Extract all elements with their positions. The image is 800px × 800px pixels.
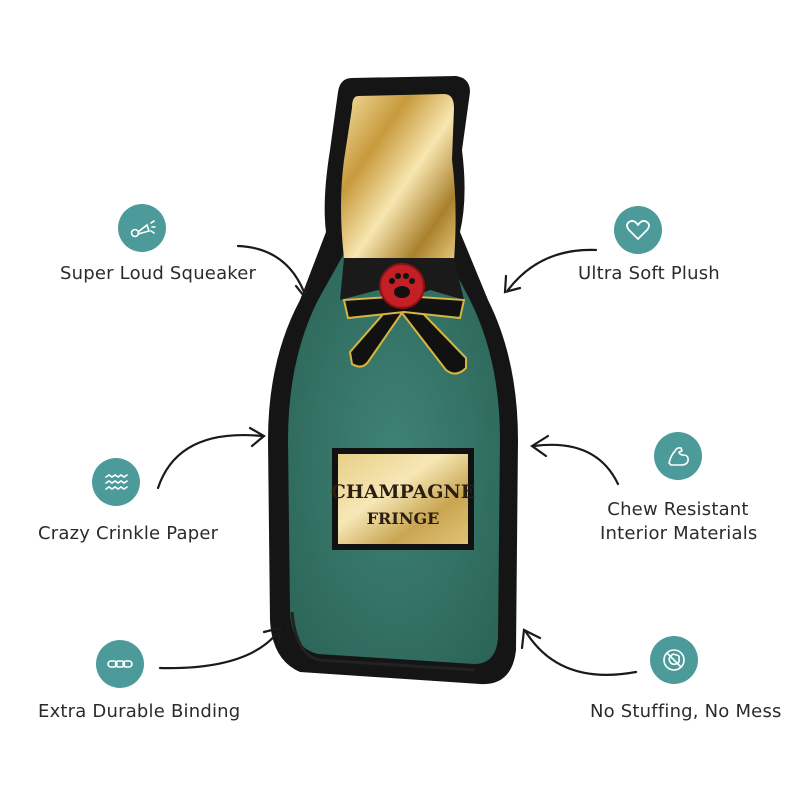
bottle-label: [338, 454, 468, 544]
bottle-foil: [341, 94, 456, 260]
chain-link-icon: [96, 640, 144, 688]
feature-chew-label: Chew Resistant Interior Materials: [600, 498, 758, 546]
label-line-1: CHAMPAGNE: [331, 481, 476, 503]
feature-soft-label: Ultra Soft Plush: [578, 263, 720, 284]
horn-icon: [118, 204, 166, 252]
muscle-arm-icon: [654, 432, 702, 480]
feature-crinkle-label: Crazy Crinkle Paper: [38, 523, 219, 544]
feature-chew-line-2: Interior Materials: [600, 523, 758, 544]
feature-stuffing-label: No Stuffing, No Mess: [590, 701, 782, 722]
paw-print-icon: [389, 273, 415, 298]
feature-binding-label: Extra Durable Binding: [38, 701, 241, 722]
feature-squeaker-label: Super Loud Squeaker: [60, 263, 257, 284]
label-line-2: FRINGE: [367, 509, 440, 528]
heart-icon: [614, 206, 662, 254]
no-stuffing-icon: [650, 636, 698, 684]
feature-chew-line-1: Chew Resistant: [607, 499, 749, 520]
waves-icon: [92, 458, 140, 506]
ribbon: [348, 303, 410, 368]
